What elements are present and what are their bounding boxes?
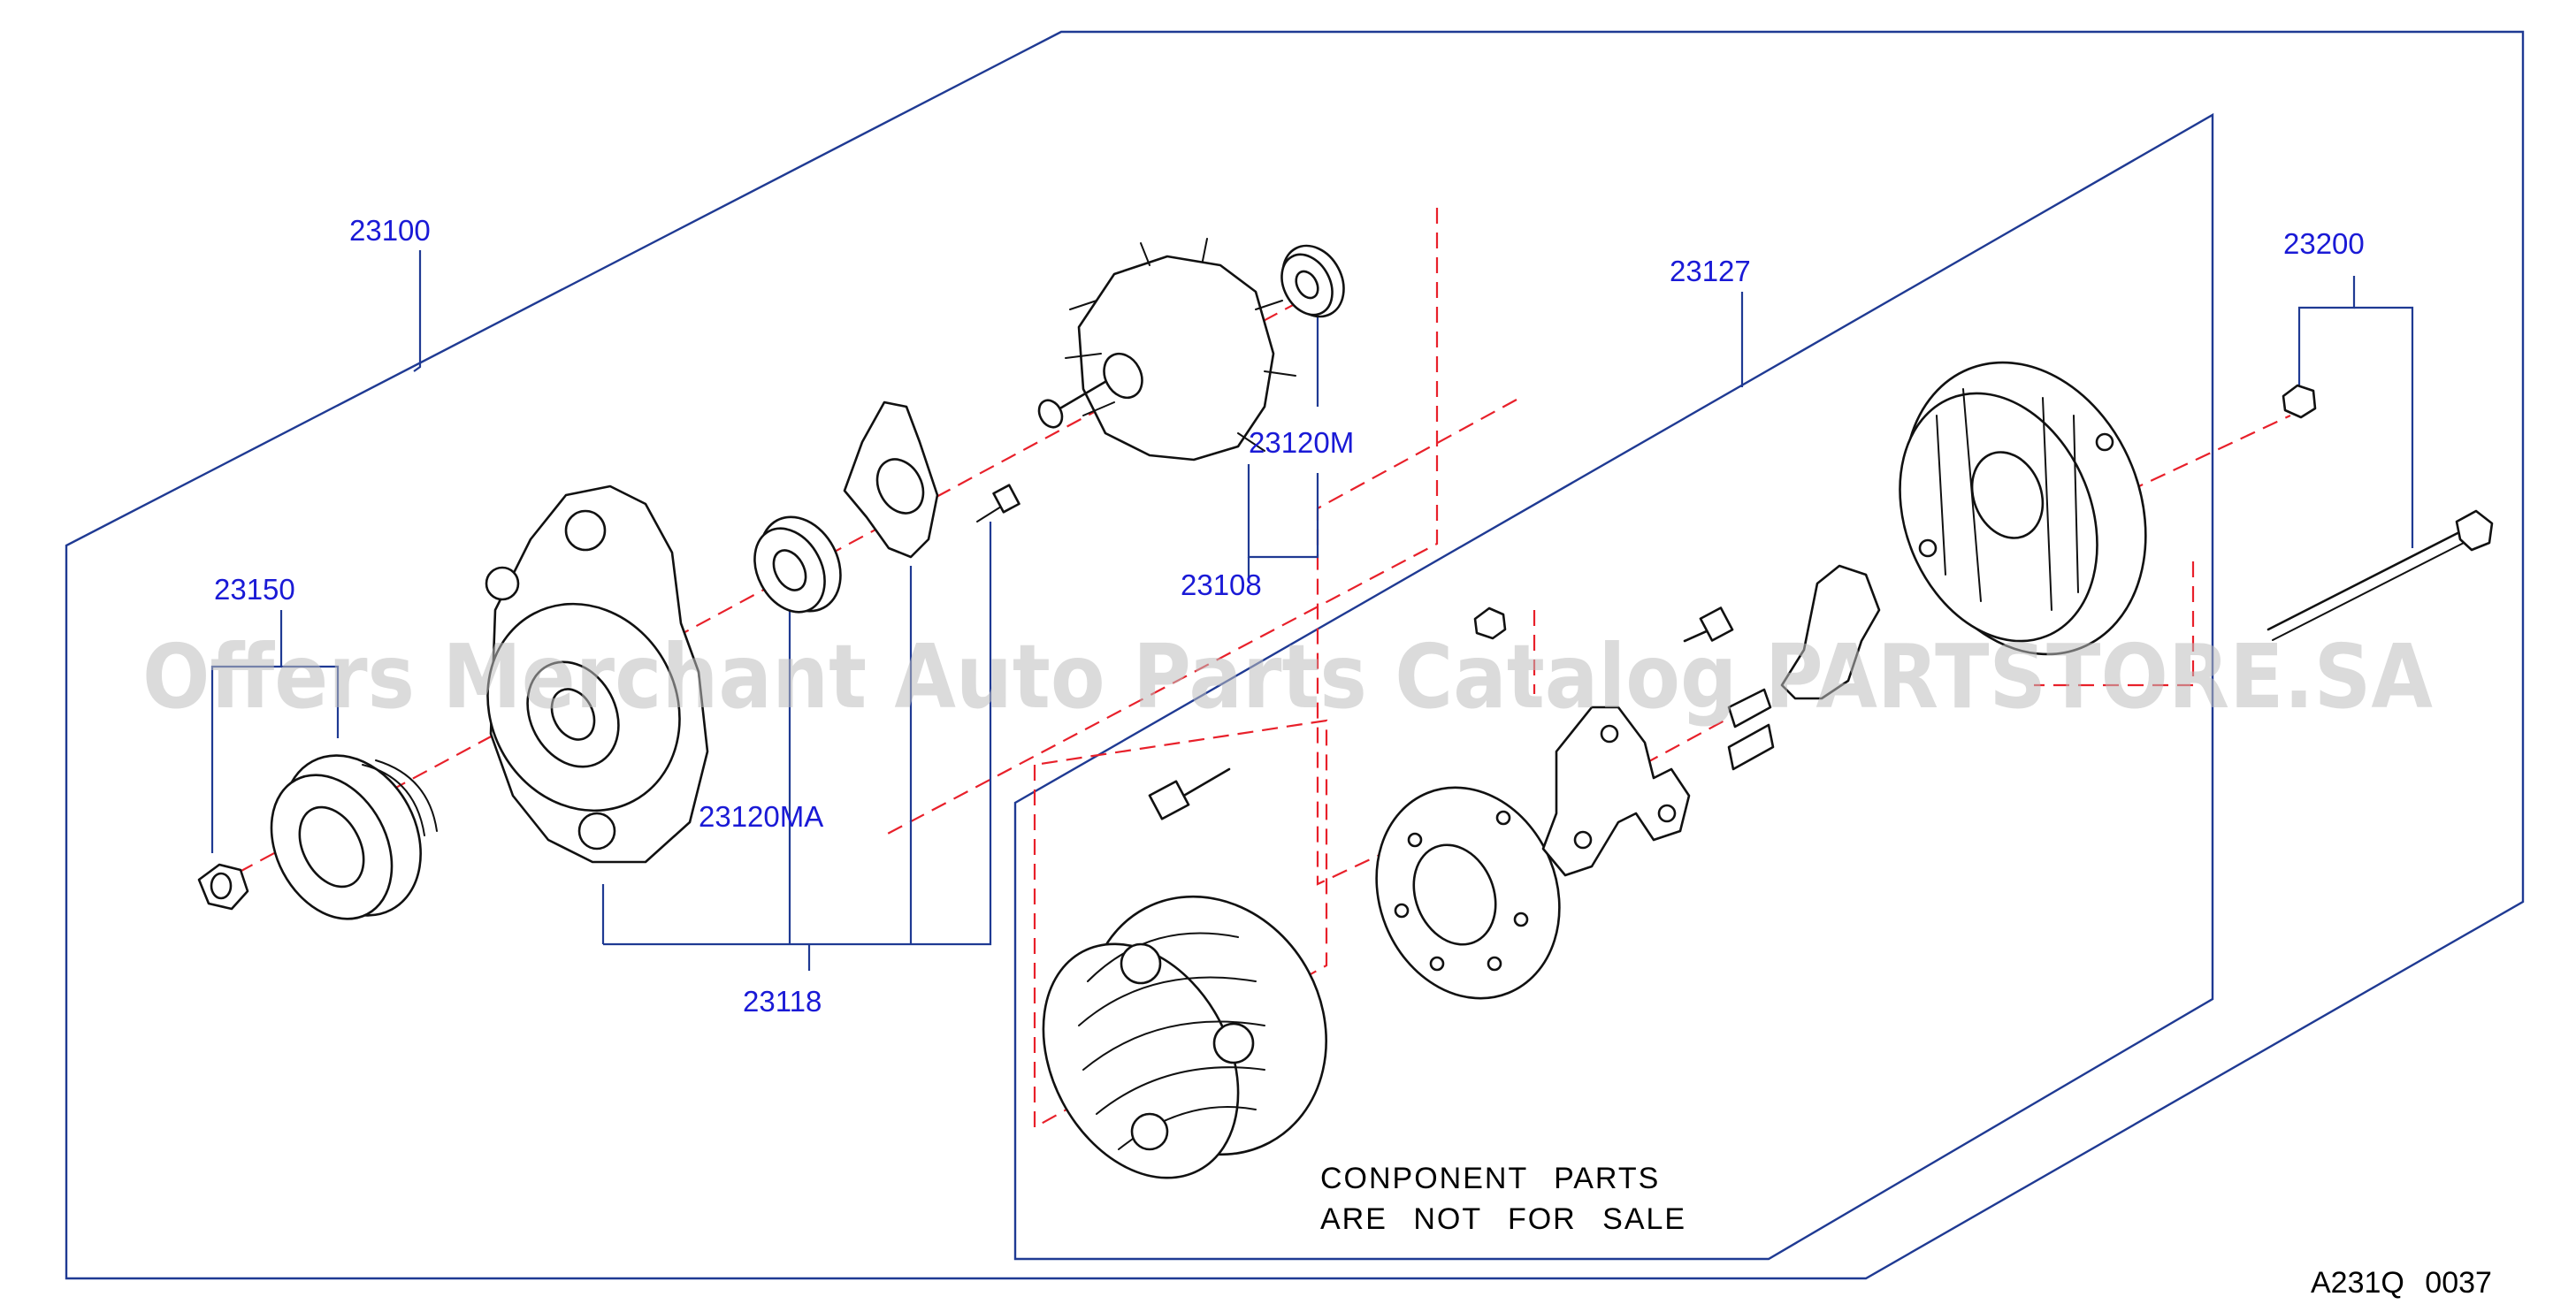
regulator-part bbox=[1541, 706, 1691, 877]
front-bearing-part bbox=[753, 515, 842, 614]
rectifier-plate-part bbox=[1375, 786, 1561, 1000]
rear-cover-part bbox=[1899, 361, 2147, 656]
label-23200[interactable]: 23200 bbox=[2283, 227, 2365, 260]
label-23100[interactable]: 23100 bbox=[349, 214, 431, 247]
rotor-part bbox=[1037, 238, 1296, 461]
pulley-nut-part bbox=[197, 863, 249, 911]
brush-holder-part bbox=[1727, 564, 1881, 771]
label-23120m[interactable]: 23120M bbox=[1249, 426, 1354, 459]
screw-part bbox=[976, 484, 1020, 523]
label-23118[interactable]: 23118 bbox=[743, 985, 822, 1018]
note-line-1: CONPONENT PARTS bbox=[1320, 1162, 1660, 1195]
watermark: Offers Merchant Auto Parts Catalog PARTS… bbox=[142, 625, 2433, 728]
through-bolt-nut-part bbox=[2282, 384, 2317, 419]
part-number-labels: 23100 23150 23120M 23108 23120MA 23118 2… bbox=[214, 214, 2365, 1018]
diode-bolt-part bbox=[1148, 767, 1231, 820]
diagram-code: A231Q 0037 bbox=[2311, 1266, 2492, 1300]
leader-lines bbox=[210, 250, 2414, 971]
rear-cover-frame bbox=[1013, 112, 2214, 1261]
label-23120ma[interactable]: 23120MA bbox=[699, 800, 823, 833]
retainer-plate-part bbox=[843, 400, 939, 559]
assembly-frame bbox=[65, 30, 2525, 1280]
terminal-bolt-part bbox=[1683, 606, 1734, 643]
label-23108[interactable]: 23108 bbox=[1181, 568, 1262, 601]
front-cover-part bbox=[485, 484, 709, 864]
note-line-2: ARE NOT FOR SALE bbox=[1320, 1202, 1686, 1236]
stator-part bbox=[1042, 895, 1327, 1179]
small-nut-part bbox=[1473, 606, 1507, 640]
label-23127[interactable]: 23127 bbox=[1670, 255, 1751, 287]
label-23150[interactable]: 23150 bbox=[214, 573, 295, 606]
rear-bearing-part bbox=[1280, 244, 1345, 318]
pulley-part bbox=[270, 754, 438, 920]
through-bolt-part bbox=[2266, 509, 2494, 641]
